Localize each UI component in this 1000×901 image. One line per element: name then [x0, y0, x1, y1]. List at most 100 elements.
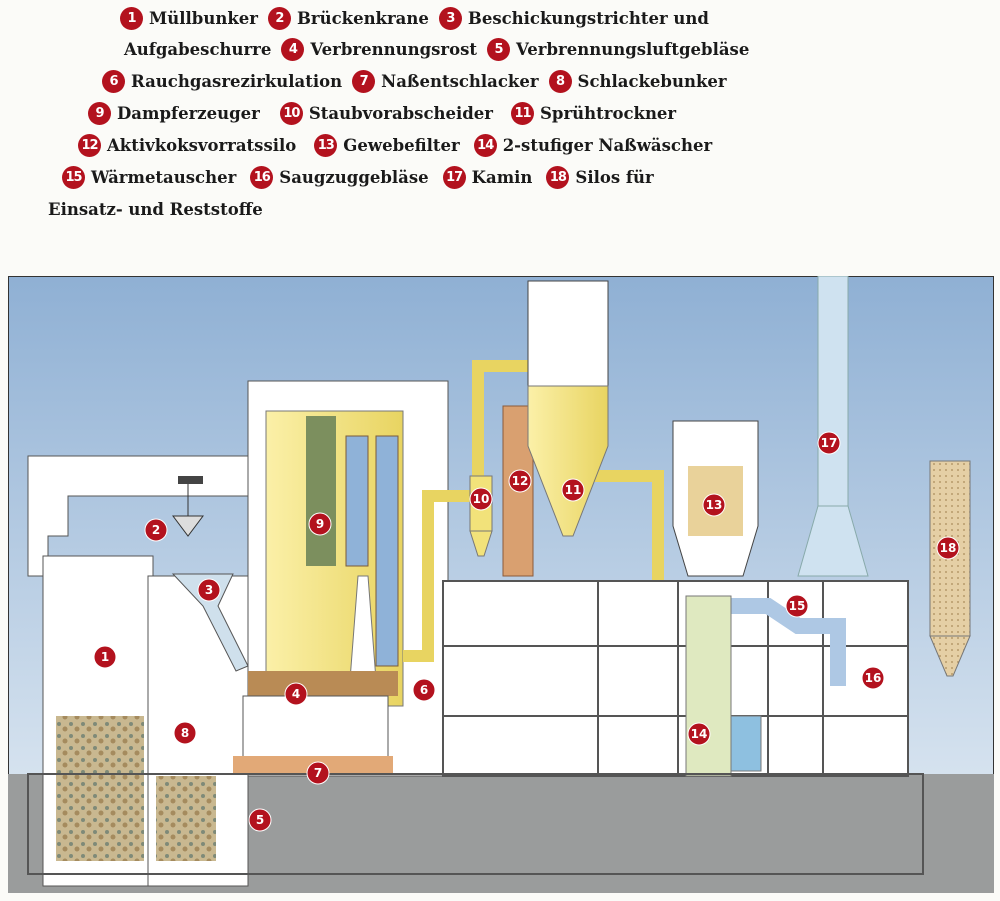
legend-label: Aufgabeschurre: [124, 39, 272, 59]
svg-text:2: 2: [152, 523, 160, 537]
svg-text:6: 6: [420, 683, 428, 697]
chimney: [797, 276, 869, 577]
marker-8: 8: [173, 721, 197, 745]
svg-text:16: 16: [865, 671, 882, 685]
svg-text:8: 8: [181, 726, 189, 740]
waste-bunker: [27, 455, 249, 887]
svg-text:14: 14: [691, 727, 708, 741]
marker-badge: 9: [88, 101, 111, 125]
marker-2: 2: [144, 518, 168, 542]
marker-3: 3: [197, 578, 221, 602]
svg-text:13: 13: [706, 498, 723, 512]
legend-item-6: 6 Rauchgasrezirkulation: [102, 69, 343, 93]
marker-badge: 3: [438, 6, 462, 30]
evaporator-wall: [306, 416, 336, 566]
svg-text:11: 11: [565, 483, 582, 497]
marker-badge: 7: [352, 69, 376, 93]
svg-text:3: 3: [205, 583, 213, 597]
heat-exchanger-bundles: [345, 435, 399, 667]
marker-14: 14: [687, 722, 711, 746]
marker-5: 5: [248, 808, 272, 832]
marker-badge: 17: [442, 165, 466, 189]
legend-label: Brückenkrane: [296, 8, 429, 28]
svg-text:18: 18: [940, 541, 957, 555]
scrubber-tank: [730, 715, 762, 772]
marker-badge: 18: [546, 165, 570, 189]
svg-text:12: 12: [512, 474, 529, 488]
marker-1: 1: [93, 645, 117, 669]
marker-6: 6: [412, 678, 436, 702]
marker-15: 15: [785, 594, 809, 618]
combustion-grate: [248, 671, 398, 696]
svg-text:4: 4: [292, 687, 300, 701]
marker-badge: 14: [473, 133, 497, 157]
marker-badge: 4: [281, 37, 305, 61]
legend-item-3-cont: Aufgabeschurre: [124, 40, 271, 59]
marker-badge: 8: [548, 69, 572, 93]
legend-label: Silos für: [575, 167, 654, 187]
svg-text:17: 17: [821, 436, 838, 450]
legend-item-9: 9 Dampferzeuger: [88, 101, 260, 125]
marker-badge: 16: [250, 165, 274, 189]
svg-text:9: 9: [316, 517, 324, 531]
legend-label: Verbrennungsluftgebläse: [516, 39, 750, 59]
legend-label: Kamin: [471, 167, 533, 187]
svg-text:5: 5: [256, 813, 264, 827]
consumables-silo: [929, 460, 971, 677]
feed-hopper: [171, 573, 249, 672]
legend-label: Rauchgasrezirkulation: [131, 71, 343, 91]
legend-item-15: 15 Wärmetauscher: [62, 165, 237, 189]
legend-label: Wärmetauscher: [91, 167, 237, 187]
marker-10: 10: [469, 487, 493, 511]
marker-11: 11: [561, 478, 585, 502]
legend-label: Sprühtrockner: [540, 103, 677, 123]
marker-16: 16: [861, 666, 885, 690]
marker-badge: 6: [102, 69, 125, 93]
legend-label: Gewebefilter: [343, 135, 460, 155]
plant-cross-section: 1 2 3 4 5 6 7 8 9 10 11 12 13 14 15 16 1…: [8, 276, 994, 893]
basement: [27, 773, 924, 875]
legend-label: Naßentschlacker: [381, 71, 539, 91]
marker-12: 12: [508, 469, 532, 493]
marker-badge: 1: [120, 6, 143, 30]
marker-7: 7: [306, 761, 330, 785]
legend-label: Verbrennungsrost: [310, 39, 478, 59]
legend-line-7: Einsatz- und Reststoffe: [48, 196, 263, 222]
marker-badge: 10: [279, 101, 303, 125]
legend-label: Dampferzeuger: [117, 103, 260, 123]
marker-badge: 2: [267, 6, 291, 30]
marker-badge: 12: [78, 133, 101, 157]
marker-badge: 15: [62, 165, 85, 189]
marker-17: 17: [817, 431, 841, 455]
marker-18: 18: [936, 536, 960, 560]
marker-badge: 5: [487, 37, 511, 61]
legend-label: 2-stufiger Naßwäscher: [502, 135, 713, 155]
svg-text:10: 10: [473, 492, 490, 506]
legend-item-12: 12 Aktivkoksvorratssilo: [78, 133, 297, 157]
svg-text:1: 1: [101, 650, 109, 664]
marker-13: 13: [702, 493, 726, 517]
legend-label: Schlackebunker: [577, 71, 727, 91]
heat-exchanger-duct: [698, 598, 846, 686]
legend-label: Saugzuggebläse: [279, 167, 429, 187]
legend-label: Aktivkoksvorratssilo: [107, 135, 297, 155]
legend-label: Einsatz- und Reststoffe: [48, 199, 263, 219]
